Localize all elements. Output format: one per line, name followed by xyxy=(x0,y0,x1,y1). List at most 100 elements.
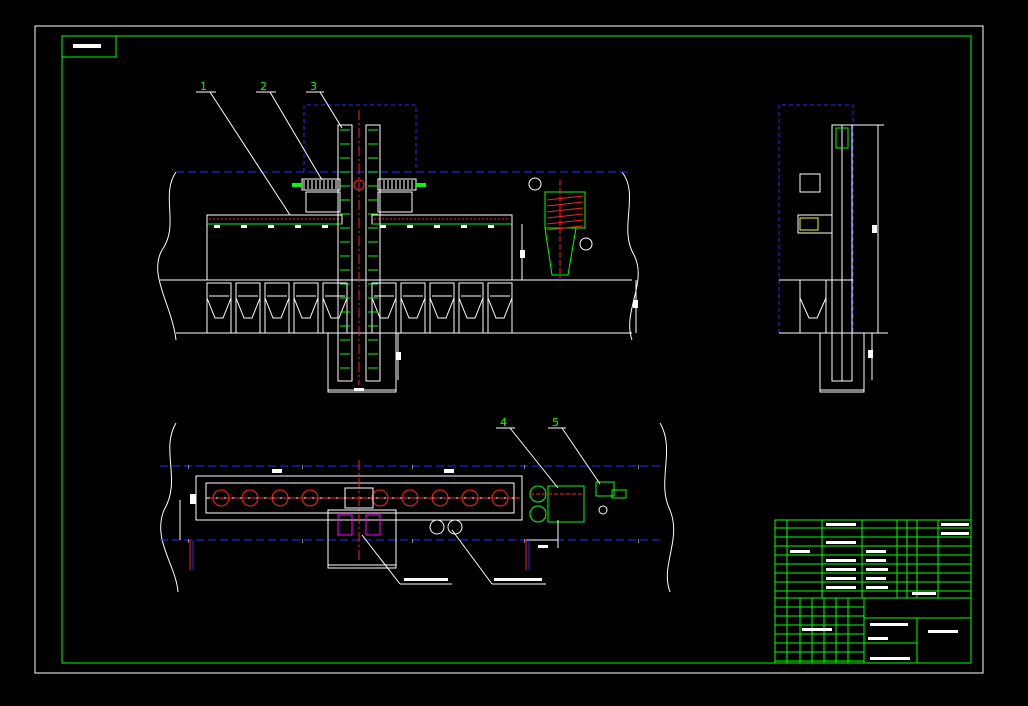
front-bin-hopper xyxy=(293,297,319,319)
coil-turn xyxy=(546,219,584,225)
grid-mark: I xyxy=(638,465,639,471)
grid-mark: I xyxy=(638,539,639,545)
callout-2: 2 xyxy=(260,80,267,93)
front-dim-box-3 xyxy=(396,352,401,360)
plan-tank-a xyxy=(429,519,445,535)
tb-text xyxy=(802,628,832,631)
elevator-enclosure xyxy=(303,104,417,172)
front-bin xyxy=(400,282,426,334)
tb-text xyxy=(826,559,856,562)
break-line-left xyxy=(157,171,177,341)
front-roller xyxy=(434,225,440,228)
front-roller xyxy=(322,225,328,228)
plan-break-right xyxy=(659,422,675,593)
plan-dim-box xyxy=(538,545,548,548)
front-bin-hopper xyxy=(487,297,513,319)
front-dim-box-1 xyxy=(633,300,638,308)
plan-dryer xyxy=(547,485,585,523)
front-bin xyxy=(429,282,455,334)
side-enclosure xyxy=(778,104,854,333)
front-width-label-box xyxy=(354,388,364,391)
note-bar-1 xyxy=(404,578,448,581)
front-cyclone-coil xyxy=(546,195,584,231)
inner-border xyxy=(61,35,972,664)
note-bar-2 xyxy=(494,578,542,581)
plan-rollers xyxy=(190,487,509,509)
front-bin-hopper xyxy=(264,297,290,319)
tb-text xyxy=(870,623,908,626)
distributor-right-body xyxy=(377,191,413,213)
elevator-tower-right xyxy=(365,124,381,382)
front-bin xyxy=(235,282,261,334)
distributor-spout xyxy=(292,183,302,187)
grid-mark: I xyxy=(302,539,303,545)
cyclone-cone xyxy=(544,227,577,276)
front-bin-hopper xyxy=(400,297,426,319)
coil-turn xyxy=(546,195,584,201)
front-bin-hopper xyxy=(206,297,232,319)
note-leader-1 xyxy=(361,534,401,585)
grid-mark: I xyxy=(188,539,189,545)
leader-4-slope xyxy=(509,427,559,489)
tb-text xyxy=(868,637,888,640)
front-roller xyxy=(461,225,467,228)
side-dim-box-1 xyxy=(872,225,877,233)
front-roller xyxy=(407,225,413,228)
side-conveyor-fill xyxy=(799,217,819,231)
plan-pit xyxy=(327,509,397,569)
distributor-spout xyxy=(416,183,426,187)
grid-mark: I xyxy=(302,465,303,471)
drawing-number-box xyxy=(61,35,117,58)
plan-cyclone-valve xyxy=(598,505,608,515)
callout-4: 4 xyxy=(500,416,507,429)
leader-5-slope xyxy=(561,427,601,485)
tb-text xyxy=(866,577,886,580)
grid-mark: I xyxy=(524,465,525,471)
grid-mark: I xyxy=(412,465,413,471)
tb-text xyxy=(912,592,936,595)
front-bin xyxy=(264,282,290,334)
front-bin xyxy=(293,282,319,334)
sheet-frame xyxy=(34,25,984,674)
tb-text xyxy=(941,523,969,526)
side-conveyor xyxy=(797,214,833,234)
plan-end-block xyxy=(190,494,196,504)
tb-text xyxy=(826,523,856,526)
cyclone-inlet xyxy=(528,177,542,191)
outer-border xyxy=(34,25,984,674)
plan-break-left xyxy=(160,422,179,593)
side-head xyxy=(835,127,849,149)
plan-roller xyxy=(431,489,449,507)
callout-5: 5 xyxy=(552,416,559,429)
grid-mark: I xyxy=(412,539,413,545)
front-dim-box-2 xyxy=(520,250,525,258)
front-bin-hopper xyxy=(429,297,455,319)
drawing-number-bar xyxy=(73,44,101,48)
elevator-head-pulley xyxy=(353,179,365,191)
grid-mark: I xyxy=(188,465,189,471)
front-bin xyxy=(487,282,513,334)
plan-column-label-b xyxy=(444,469,454,473)
note-leader-2 xyxy=(451,529,493,585)
elevator-tower-left xyxy=(337,124,353,382)
plan-roller xyxy=(371,489,389,507)
plan-roller xyxy=(401,489,419,507)
front-elevation xyxy=(157,104,639,393)
side-motor xyxy=(799,173,821,193)
tb-text xyxy=(826,568,856,571)
front-bins xyxy=(206,282,513,334)
front-rollers xyxy=(214,129,494,369)
callout-1: 1 xyxy=(200,80,207,93)
tb-text xyxy=(790,550,810,553)
tb-text xyxy=(866,559,886,562)
front-bin-hopper xyxy=(235,297,261,319)
front-roller xyxy=(241,225,247,228)
plan-roller xyxy=(212,489,230,507)
distributor-left-body xyxy=(305,191,341,213)
callout-3: 3 xyxy=(310,80,317,93)
plan-cyclone xyxy=(595,481,615,497)
cyclone-outlet xyxy=(579,237,593,251)
title-block-grid xyxy=(775,520,971,663)
